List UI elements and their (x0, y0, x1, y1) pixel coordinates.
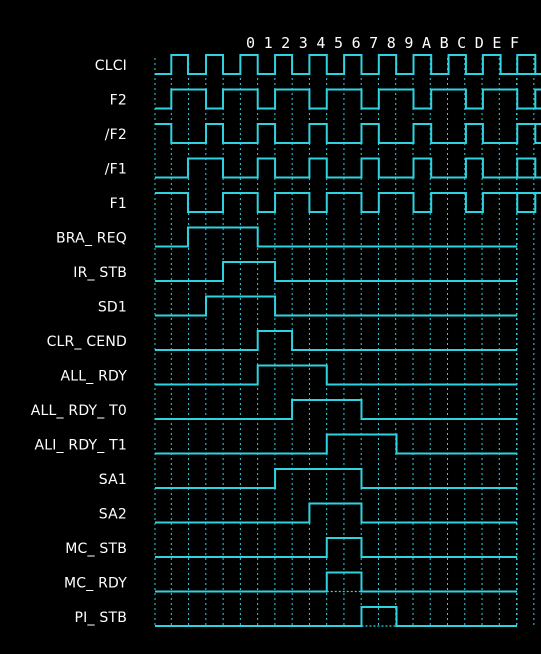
signal-label: CLR_ CEND (47, 334, 127, 350)
signal-waveform (155, 192, 541, 213)
column-label: F (510, 34, 519, 52)
column-label: B (440, 34, 449, 52)
signal-label: ALL_ RDY_ T0 (31, 403, 127, 419)
signal-label: SA1 (99, 472, 127, 488)
column-label: 5 (334, 34, 343, 52)
signal-waveform (155, 502, 517, 524)
signal-label: PI_ STB (75, 610, 127, 626)
column-label: 7 (369, 34, 378, 52)
signal-waveform (155, 261, 517, 282)
column-label: C (457, 34, 466, 52)
signal-waveform (155, 226, 517, 248)
signal-waveform (155, 157, 541, 179)
waveforms (155, 54, 541, 627)
signal-label: MC_ STB (65, 541, 127, 557)
signal-label: F2 (110, 93, 127, 109)
column-label: E (492, 34, 501, 52)
signal-label: SA2 (99, 507, 127, 523)
grid-lines (154, 58, 535, 628)
signal-label: CLCI (95, 58, 127, 74)
signal-waveform (155, 606, 517, 627)
column-label: 0 (246, 34, 255, 52)
signal-waveform (155, 330, 517, 351)
signal-label: BRA_ REQ (56, 231, 127, 247)
signal-waveform (155, 433, 517, 455)
column-label: 3 (299, 34, 308, 52)
signal-waveform (155, 364, 517, 386)
column-label: 6 (352, 34, 361, 52)
signal-label: SD1 (98, 300, 127, 316)
signal-waveform (155, 295, 517, 317)
column-label: 4 (316, 34, 325, 52)
signal-waveform (155, 468, 517, 489)
signal-waveform (155, 54, 541, 75)
column-label: D (475, 34, 484, 52)
column-label: 8 (387, 34, 396, 52)
column-label: 2 (281, 34, 290, 52)
signal-waveform (155, 399, 517, 420)
signal-waveform (155, 123, 541, 144)
signal-waveform (155, 571, 517, 593)
signal-label: /F2 (105, 127, 127, 143)
signal-label: F1 (110, 196, 127, 212)
column-label: 9 (404, 34, 413, 52)
signal-waveform (155, 88, 541, 110)
signal-label: /F1 (105, 162, 127, 178)
signal-label: ALI_ RDY_ T1 (34, 438, 127, 454)
column-label: 1 (264, 34, 273, 52)
signal-label: ALL_ RDY (60, 369, 127, 385)
signal-label: IR_ STB (73, 265, 127, 281)
signal-label: MC_ RDY (64, 576, 127, 592)
column-label: A (422, 34, 431, 52)
signal-waveform (155, 537, 517, 558)
